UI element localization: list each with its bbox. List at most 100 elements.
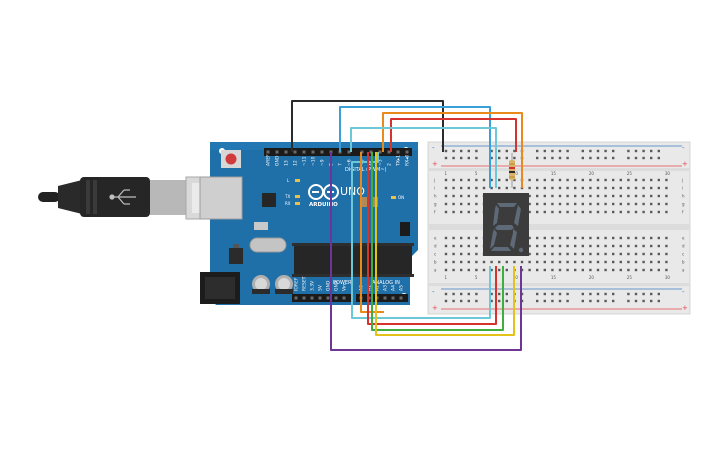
terminal-hole[interactable] [566,244,569,248]
rail-hole[interactable] [634,156,638,160]
rail-hole[interactable] [513,149,516,153]
terminal-hole[interactable] [627,236,630,240]
rail-hole[interactable] [551,156,554,160]
rail-hole[interactable] [650,156,653,160]
terminal-hole[interactable] [604,210,607,214]
rail-hole[interactable] [551,292,554,296]
terminal-hole[interactable] [581,178,584,182]
terminal-hole[interactable] [452,260,455,264]
rail-hole[interactable] [650,149,653,153]
rail-hole[interactable] [627,156,630,160]
terminal-hole[interactable] [551,236,554,240]
rail-hole[interactable] [589,299,592,303]
terminal-hole[interactable] [498,186,501,190]
rail-hole[interactable] [543,156,546,160]
rail-hole[interactable] [475,299,478,303]
terminal-hole[interactable] [505,268,508,272]
rail-hole[interactable] [566,149,569,153]
terminal-hole[interactable] [650,260,653,264]
terminal-hole[interactable] [581,252,584,256]
rail-hole[interactable] [634,149,638,153]
analog-pin-hole[interactable] [399,296,403,300]
terminal-hole[interactable] [467,260,470,264]
rail-hole[interactable] [490,156,493,160]
dc-power-jack[interactable] [200,272,240,304]
rail-hole[interactable] [566,156,569,160]
terminal-hole[interactable] [642,252,645,256]
terminal-hole[interactable] [467,252,470,256]
terminal-hole[interactable] [581,244,584,248]
terminal-hole[interactable] [627,202,630,206]
terminal-hole[interactable] [528,210,531,214]
terminal-hole[interactable] [452,210,455,214]
terminal-hole[interactable] [513,186,516,190]
terminal-hole[interactable] [619,210,622,214]
rail-hole[interactable] [467,292,470,296]
rail-hole[interactable] [634,292,638,296]
terminal-hole[interactable] [642,202,645,206]
terminal-hole[interactable] [528,236,531,240]
power-pin-hole[interactable] [294,296,298,300]
terminal-hole[interactable] [650,244,653,248]
rail-hole[interactable] [551,299,554,303]
terminal-hole[interactable] [528,260,531,264]
terminal-hole[interactable] [566,268,569,272]
terminal-hole[interactable] [665,186,668,190]
terminal-hole[interactable] [665,236,668,240]
terminal-hole[interactable] [619,202,622,206]
terminal-hole[interactable] [551,260,554,264]
terminal-hole[interactable] [574,252,577,256]
terminal-hole[interactable] [558,260,562,264]
terminal-hole[interactable] [596,210,600,214]
terminal-hole[interactable] [452,268,455,272]
rail-hole[interactable] [475,149,478,153]
terminal-hole[interactable] [460,186,463,190]
terminal-hole[interactable] [482,268,486,272]
rail-hole[interactable] [589,292,592,296]
rail-hole[interactable] [498,156,501,160]
terminal-hole[interactable] [444,268,448,272]
terminal-hole[interactable] [551,186,554,190]
rail-hole[interactable] [612,299,615,303]
terminal-hole[interactable] [604,268,607,272]
terminal-hole[interactable] [467,210,470,214]
rail-hole[interactable] [460,149,463,153]
rail-hole[interactable] [505,156,508,160]
terminal-hole[interactable] [604,194,607,198]
rail-hole[interactable] [505,292,508,296]
terminal-hole[interactable] [558,178,562,182]
rail-hole[interactable] [490,292,493,296]
terminal-hole[interactable] [642,186,645,190]
terminal-hole[interactable] [452,186,455,190]
terminal-hole[interactable] [558,268,562,272]
terminal-hole[interactable] [665,244,668,248]
terminal-hole[interactable] [642,194,645,198]
terminal-hole[interactable] [513,260,516,264]
rail-hole[interactable] [475,292,478,296]
terminal-hole[interactable] [650,210,653,214]
rail-hole[interactable] [536,156,539,160]
terminal-hole[interactable] [482,260,486,264]
analog-pin-header[interactable] [356,294,408,302]
terminal-hole[interactable] [498,178,501,182]
terminal-hole[interactable] [475,268,478,272]
rail-hole[interactable] [581,149,584,153]
terminal-hole[interactable] [589,252,592,256]
terminal-hole[interactable] [574,202,577,206]
terminal-hole[interactable] [665,252,668,256]
terminal-hole[interactable] [642,236,645,240]
terminal-hole[interactable] [650,186,653,190]
terminal-hole[interactable] [596,260,600,264]
terminal-hole[interactable] [536,186,539,190]
terminal-hole[interactable] [543,244,546,248]
terminal-hole[interactable] [574,178,577,182]
digital-pin-hole[interactable] [320,150,324,154]
rail-hole[interactable] [536,149,539,153]
terminal-hole[interactable] [627,260,630,264]
terminal-hole[interactable] [596,252,600,256]
terminal-hole[interactable] [566,194,569,198]
rail-hole[interactable] [452,292,455,296]
rail-hole[interactable] [657,299,660,303]
digital-pin-hole[interactable] [311,150,315,154]
